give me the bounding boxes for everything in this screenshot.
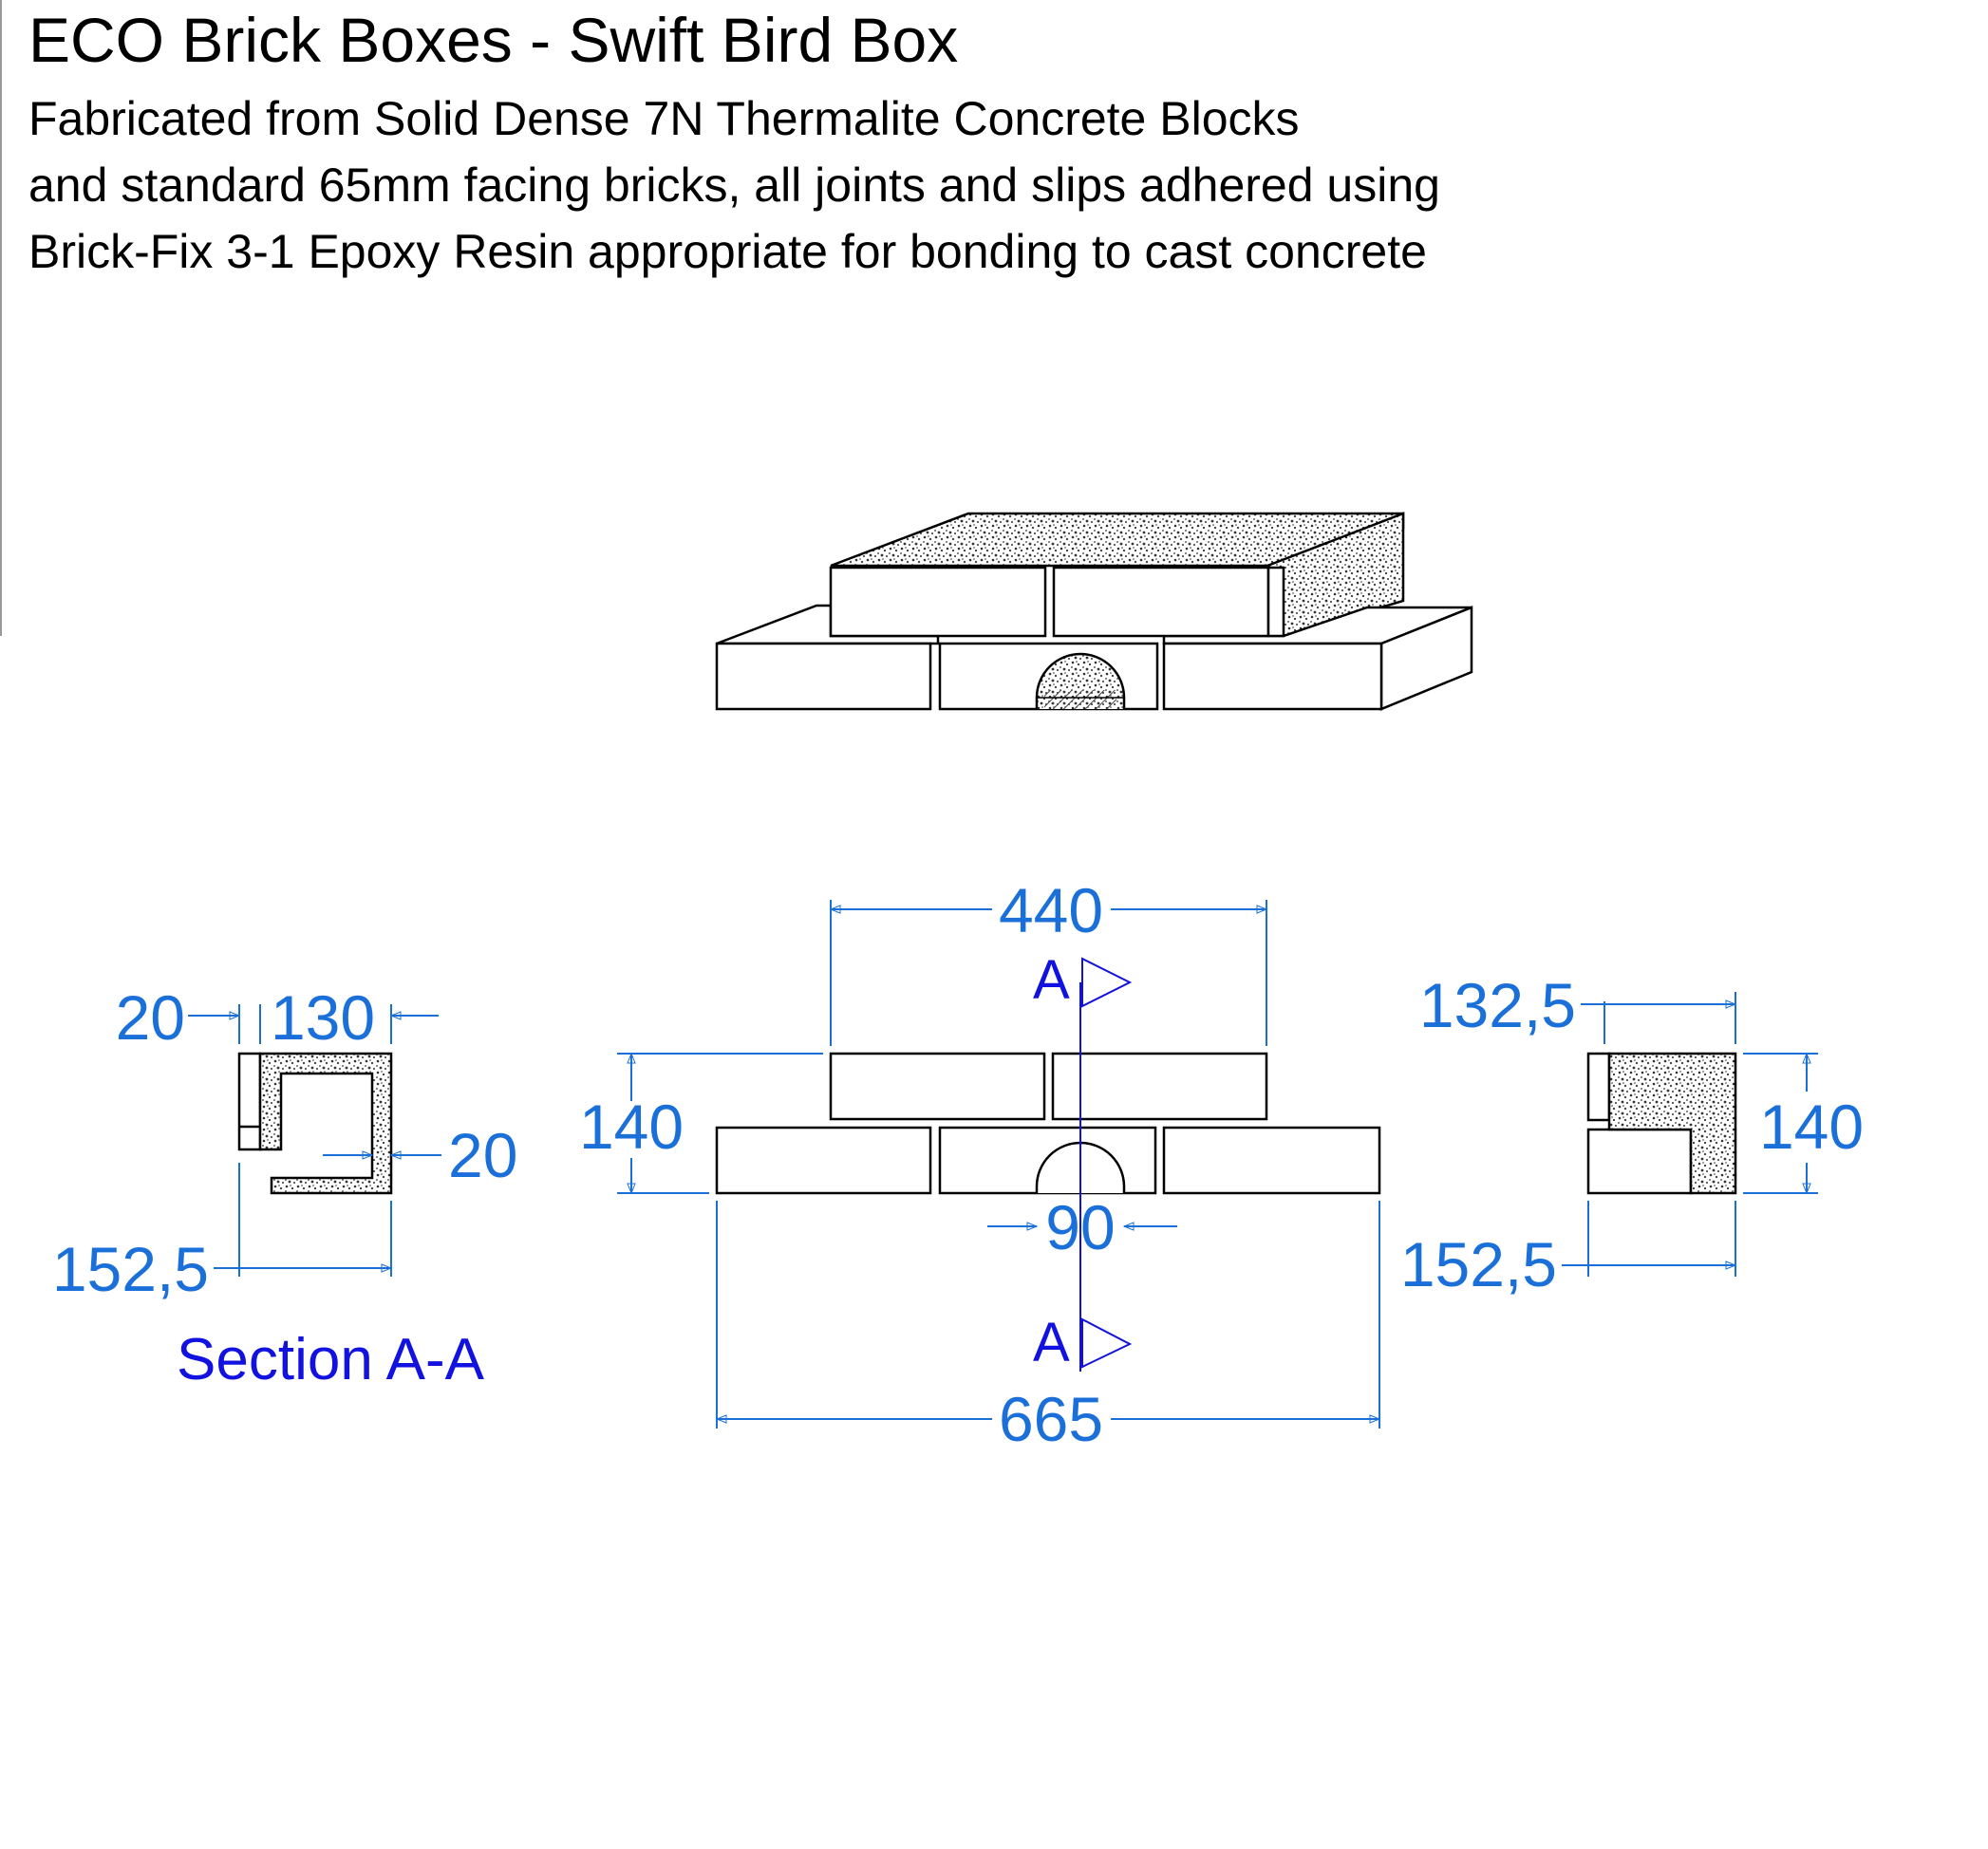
dim-top-width: 440 — [999, 875, 1103, 945]
section-arrow-bottom — [1081, 1317, 1133, 1369]
side-brick-lower — [1586, 1128, 1693, 1195]
bottom-brick-left — [715, 642, 932, 711]
dim-opening: 90 — [1045, 1192, 1115, 1262]
front-bottom-brick-right — [1162, 1126, 1381, 1195]
description-line-2: and standard 65mm facing bricks, all joi… — [28, 159, 1440, 212]
section-brick-slip — [237, 1052, 262, 1151]
side-dim-depth: 152,5 — [1400, 1229, 1557, 1299]
section-a-a: 20 130 20 152,5 Section A-A — [52, 982, 518, 1392]
section-marker-top: A — [1033, 949, 1070, 1011]
section-dim-top: 130 — [271, 982, 375, 1053]
side-brick-upper — [1586, 1052, 1611, 1122]
description-line-3: Brick-Fix 3-1 Epoxy Resin appropriate fo… — [28, 225, 1427, 278]
top-brick-right — [1052, 566, 1270, 638]
front-top-brick-right — [1051, 1052, 1268, 1121]
side-view: 132,5 140 152,5 — [1400, 970, 1864, 1299]
section-dim-left: 20 — [116, 982, 185, 1053]
dim-height: 140 — [579, 1092, 684, 1162]
front-elevation: A A 440 140 90 665 — [579, 875, 1381, 1454]
front-top-brick-left — [829, 1052, 1046, 1121]
entrance-floor — [1044, 690, 1116, 709]
section-marker-bottom: A — [1033, 1312, 1070, 1373]
bottom-brick-right — [1162, 642, 1383, 711]
top-brick-left — [829, 566, 1047, 638]
description-line-1: Fabricated from Solid Dense 7N Thermalit… — [28, 92, 1300, 145]
isometric-view — [715, 512, 1473, 711]
section-label: Section A-A — [177, 1327, 485, 1392]
drawing-title: ECO Brick Boxes - Swift Bird Box — [28, 5, 959, 75]
side-dim-top: 132,5 — [1419, 970, 1576, 1040]
section-dim-depth: 152,5 — [52, 1234, 209, 1304]
section-concrete-body — [258, 1052, 393, 1195]
section-arrow-top — [1081, 957, 1133, 1008]
side-dim-height: 140 — [1759, 1092, 1864, 1162]
section-dim-inner: 20 — [448, 1120, 517, 1190]
side-concrete-body — [1607, 1052, 1737, 1195]
dim-total-width: 665 — [999, 1384, 1103, 1454]
top-brick-right-end — [1266, 566, 1285, 638]
front-bottom-brick-left — [715, 1126, 932, 1195]
